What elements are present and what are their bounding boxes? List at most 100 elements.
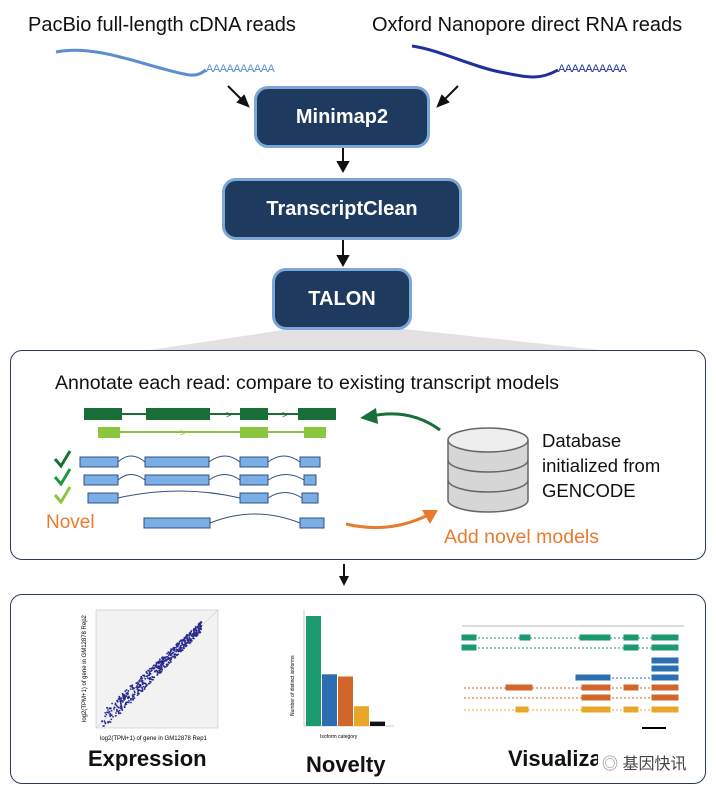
expression-point — [158, 667, 161, 670]
expression-point — [155, 664, 158, 667]
expression-point — [198, 623, 201, 626]
expression-point — [174, 656, 177, 658]
expression-point — [143, 682, 146, 684]
expression-point — [200, 621, 203, 623]
database-label: Database initialized from GENCODE — [542, 430, 661, 501]
expression-point — [175, 654, 178, 656]
expression-point — [199, 626, 202, 629]
expression-point — [107, 709, 109, 711]
check-icon-1 — [53, 450, 72, 469]
expression-point — [181, 649, 184, 652]
expression-point — [168, 661, 171, 664]
expression-point — [186, 636, 188, 639]
novelty-title: Novelty — [306, 752, 386, 777]
svg-text:>: > — [282, 410, 288, 421]
expression-point — [181, 641, 184, 644]
expression-point — [115, 710, 118, 712]
expression-point — [117, 706, 120, 709]
expression-point — [141, 690, 144, 692]
expression-point — [132, 698, 134, 701]
expression-point — [142, 674, 144, 677]
expression-point — [175, 646, 177, 649]
expression-point — [137, 682, 140, 684]
expression-point — [184, 643, 186, 645]
expression-point — [189, 638, 191, 641]
expression-point — [110, 718, 113, 721]
expression-point — [170, 658, 172, 661]
expression-point — [110, 709, 113, 712]
expression-point — [167, 651, 170, 653]
expression-point — [145, 671, 148, 674]
expression-point — [131, 684, 134, 687]
expression-point — [150, 667, 153, 670]
add-novel-label: Add novel models — [444, 526, 600, 548]
expression-point — [133, 691, 136, 694]
expression-point — [195, 632, 197, 635]
arrow-db-to-models — [360, 408, 441, 432]
expression-point — [148, 672, 151, 675]
expression-point — [126, 696, 129, 699]
expression-point — [178, 640, 181, 643]
expression-point — [177, 648, 179, 651]
expression-point — [135, 682, 138, 685]
transcript-models: > > > — [53, 408, 529, 530]
expression-point — [146, 677, 149, 680]
expression-point — [188, 636, 191, 639]
expression-point — [141, 682, 144, 684]
wechat-icon: ◎ — [602, 756, 619, 773]
expression-point — [128, 700, 130, 702]
novelty-ylabel: Number of distinct isoforms — [290, 655, 296, 716]
expression-point — [177, 650, 180, 653]
expression-point — [196, 634, 199, 637]
expression-point — [113, 708, 115, 710]
expression-point — [144, 677, 147, 680]
pacbio-read-strand — [55, 48, 207, 77]
expression-point — [167, 663, 169, 666]
novelty-bar-nnc — [354, 706, 369, 726]
expression-point — [181, 643, 184, 646]
check-icon-3 — [53, 486, 72, 505]
expression-point — [176, 642, 179, 645]
expression-point — [129, 685, 132, 687]
expression-point — [120, 702, 122, 705]
nanopore-label: Oxford Nanopore direct RNA reads — [372, 14, 683, 36]
expression-point — [139, 679, 141, 681]
arrow-transcriptclean-to-talon — [336, 240, 350, 268]
expression-point — [129, 688, 132, 690]
expression-point — [126, 701, 129, 704]
expression-point — [146, 684, 148, 687]
expression-xlabel: log2(TPM+1) of gene in GM12878 Rep1 — [100, 736, 208, 742]
expression-point — [155, 669, 158, 672]
expression-point — [137, 692, 140, 695]
expression-point — [119, 712, 122, 715]
expression-point — [119, 707, 122, 710]
expression-point — [101, 720, 103, 722]
expression-point — [161, 657, 164, 660]
minimap2-box: Minimap2 — [254, 86, 430, 148]
expression-point — [192, 637, 194, 640]
pipeline-connectors: AAAAAAAAAA AAAAAAAAAA — [55, 44, 628, 350]
expression-point — [141, 687, 144, 690]
expression-point — [141, 683, 144, 686]
expression-point — [124, 690, 127, 692]
talon-box: TALON — [272, 268, 412, 330]
expression-point — [117, 710, 120, 713]
expression-point — [128, 701, 130, 704]
expression-point — [173, 648, 176, 651]
expression-point — [179, 647, 181, 649]
expression-point — [177, 653, 179, 656]
visualization-tracks — [461, 625, 684, 729]
expression-point — [180, 644, 182, 647]
expression-point — [125, 703, 128, 705]
expression-point — [182, 639, 185, 641]
expression-point — [130, 701, 132, 704]
expression-point — [190, 639, 193, 642]
expression-point — [141, 677, 144, 680]
expression-point — [141, 679, 144, 682]
expression-point — [160, 666, 163, 669]
expression-point — [195, 630, 198, 633]
arrow-minimap-to-transcriptclean — [336, 148, 350, 174]
expression-point — [119, 700, 122, 703]
expression-point — [147, 674, 150, 676]
expression-point — [114, 702, 117, 705]
